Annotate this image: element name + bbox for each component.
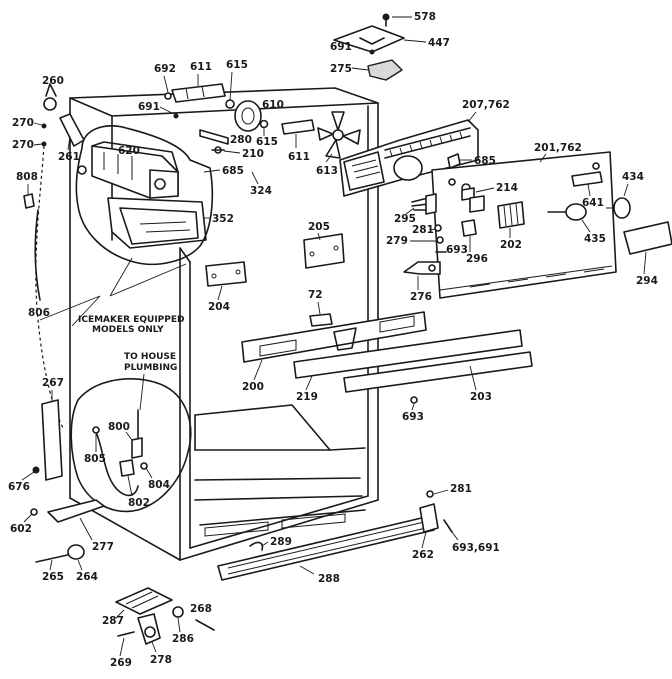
icemaker-note-line1: ICEMAKER EQUIPPED bbox=[78, 315, 184, 325]
label-676: 676 bbox=[8, 481, 30, 493]
label-277: 277 bbox=[92, 541, 114, 553]
label-435: 435 bbox=[584, 233, 606, 245]
label-269: 269 bbox=[110, 657, 132, 669]
control-panel-201 bbox=[403, 151, 672, 299]
label-691-top: 691 bbox=[330, 41, 352, 53]
fan-motor-610 bbox=[234, 100, 262, 132]
label-806: 806 bbox=[28, 307, 50, 319]
label-685-right: 685 bbox=[474, 155, 496, 167]
water-valve-802 bbox=[92, 409, 148, 497]
plate-287 bbox=[115, 587, 173, 615]
panel-267 bbox=[41, 399, 63, 481]
label-808: 808 bbox=[16, 171, 38, 183]
part-labels: 578 447 691 275 692 611 615 260 691 610 … bbox=[8, 11, 658, 669]
bracket-204 bbox=[205, 261, 247, 287]
label-295: 295 bbox=[394, 213, 416, 225]
label-602: 602 bbox=[10, 523, 32, 535]
label-352: 352 bbox=[212, 213, 234, 225]
label-691-mid: 691 bbox=[138, 101, 160, 113]
label-805: 805 bbox=[84, 453, 106, 465]
label-210: 210 bbox=[242, 148, 264, 160]
rail-219 bbox=[293, 329, 523, 379]
label-324: 324 bbox=[250, 185, 272, 197]
label-294: 294 bbox=[636, 275, 658, 287]
label-264: 264 bbox=[76, 571, 98, 583]
label-203: 203 bbox=[470, 391, 492, 403]
label-270-lower: 270 bbox=[12, 139, 34, 151]
label-270-upper: 270 bbox=[12, 117, 34, 129]
plumbing-outline bbox=[70, 378, 192, 513]
label-265: 265 bbox=[42, 571, 64, 583]
label-447: 447 bbox=[428, 37, 450, 49]
label-201-762: 201,762 bbox=[534, 142, 582, 154]
label-72: 72 bbox=[308, 289, 323, 301]
label-200: 200 bbox=[242, 381, 264, 393]
label-262: 262 bbox=[412, 549, 434, 561]
label-578: 578 bbox=[414, 11, 436, 23]
label-281-upper: 281 bbox=[412, 224, 434, 236]
label-279: 279 bbox=[386, 235, 408, 247]
label-613: 613 bbox=[316, 165, 338, 177]
bulb-434 bbox=[613, 197, 631, 219]
grille-288 bbox=[217, 515, 435, 581]
label-296: 296 bbox=[466, 253, 488, 265]
label-802: 802 bbox=[128, 497, 150, 509]
label-276: 276 bbox=[410, 291, 432, 303]
label-692: 692 bbox=[154, 63, 176, 75]
rail-277 bbox=[47, 499, 105, 523]
fan-blade-613 bbox=[317, 111, 361, 159]
label-693-mid: 693 bbox=[402, 411, 424, 423]
label-207-762: 207,762 bbox=[462, 99, 510, 111]
label-278: 278 bbox=[150, 654, 172, 666]
label-205: 205 bbox=[308, 221, 330, 233]
label-287: 287 bbox=[102, 615, 124, 627]
icemaker-620 bbox=[77, 141, 179, 199]
label-261: 261 bbox=[58, 151, 80, 163]
label-281-lower: 281 bbox=[450, 483, 472, 495]
label-693-upper: 693 bbox=[446, 244, 468, 256]
top-parts bbox=[164, 13, 479, 197]
label-280: 280 bbox=[230, 134, 252, 146]
label-610: 610 bbox=[262, 99, 284, 111]
plumbing-note-line2: PLUMBING bbox=[124, 363, 177, 373]
label-202: 202 bbox=[500, 239, 522, 251]
icemaker-note-line2: MODELS ONLY bbox=[92, 325, 164, 335]
label-611-top: 611 bbox=[190, 61, 212, 73]
roller-264 bbox=[67, 544, 85, 560]
label-268: 268 bbox=[190, 603, 212, 615]
switch-611 bbox=[171, 83, 226, 103]
label-260: 260 bbox=[42, 75, 64, 87]
label-804: 804 bbox=[148, 479, 170, 491]
bracket-205 bbox=[303, 233, 345, 269]
label-693-691: 693,691 bbox=[452, 542, 500, 554]
label-275: 275 bbox=[330, 63, 352, 75]
label-685-left: 685 bbox=[222, 165, 244, 177]
shield-294 bbox=[623, 221, 672, 255]
label-800: 800 bbox=[108, 421, 130, 433]
icemaker-outline bbox=[75, 125, 214, 266]
label-219: 219 bbox=[296, 391, 318, 403]
label-434: 434 bbox=[622, 171, 644, 183]
cabinet-frame bbox=[69, 87, 379, 561]
label-289: 289 bbox=[270, 536, 292, 548]
cover-447 bbox=[333, 25, 405, 53]
rail-203 bbox=[343, 351, 533, 393]
ice-bucket-352 bbox=[107, 197, 207, 249]
label-288: 288 bbox=[318, 573, 340, 585]
label-267: 267 bbox=[42, 377, 64, 389]
label-620: 620 bbox=[118, 145, 140, 157]
label-615-top: 615 bbox=[226, 59, 248, 71]
bracket-275 bbox=[367, 59, 403, 81]
plumbing-note-line1: TO HOUSE bbox=[124, 352, 176, 362]
label-286: 286 bbox=[172, 633, 194, 645]
label-204: 204 bbox=[208, 301, 230, 313]
bracket-262 bbox=[419, 503, 439, 533]
label-641: 641 bbox=[582, 197, 604, 209]
label-615-lower: 615 bbox=[256, 136, 278, 148]
label-214: 214 bbox=[496, 182, 518, 194]
screw-578 bbox=[382, 13, 390, 21]
label-611-lower: 611 bbox=[288, 151, 310, 163]
